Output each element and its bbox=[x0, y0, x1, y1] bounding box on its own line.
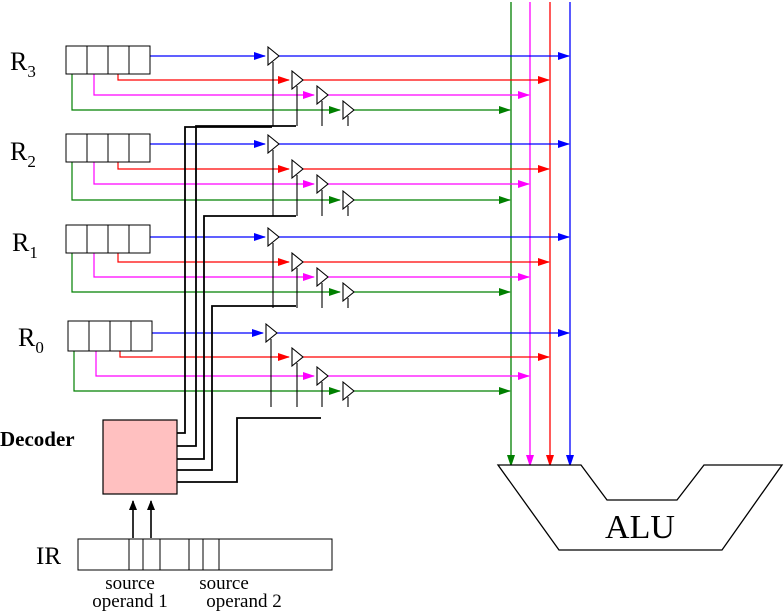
register-output-wire bbox=[117, 74, 290, 84]
alu-shape bbox=[496, 464, 784, 551]
registers bbox=[65, 45, 153, 352]
register-output-wire bbox=[71, 162, 341, 204]
register-output-wire bbox=[71, 253, 341, 296]
decoder-control-line bbox=[177, 126, 272, 434]
source-operand-2-line2: operand 2 bbox=[206, 591, 281, 612]
tristate-buffers bbox=[265, 45, 355, 402]
tristate-buffer bbox=[342, 380, 355, 402]
tristate-buffer bbox=[342, 281, 355, 303]
decoder-control-line bbox=[177, 305, 296, 471]
alu-label: ALU bbox=[605, 509, 675, 546]
decoder-label: Decoder bbox=[0, 427, 75, 451]
register-output-wire bbox=[93, 162, 315, 188]
ir-label: IR bbox=[36, 543, 61, 570]
register-label-r0: R0 bbox=[18, 323, 44, 357]
register-output-wire bbox=[71, 74, 341, 114]
source-operand-2-line1: source bbox=[199, 573, 249, 594]
register-label-r1: R1 bbox=[12, 228, 38, 262]
register-output-wire bbox=[93, 253, 315, 281]
tristate-buffer bbox=[316, 365, 329, 387]
tristate-buffer bbox=[316, 266, 329, 288]
decoder-box bbox=[102, 419, 178, 495]
register-output-wire bbox=[93, 74, 315, 99]
decoder-control-line bbox=[177, 417, 321, 483]
tristate-buffer bbox=[316, 173, 329, 195]
register-output-wire bbox=[119, 351, 290, 361]
tristate-buffer bbox=[267, 45, 280, 67]
tristate-buffer bbox=[267, 133, 280, 155]
source-operand-1-line2: operand 1 bbox=[92, 591, 167, 612]
tristate-buffer bbox=[291, 346, 304, 368]
bus-wires bbox=[71, 2, 574, 467]
decoder-control-lines bbox=[177, 62, 349, 483]
register-output-wire bbox=[117, 253, 290, 266]
register-label-r3: R3 bbox=[10, 47, 36, 81]
tristate-buffer bbox=[291, 251, 304, 273]
tristate-buffer bbox=[265, 322, 278, 344]
source-operand-1-line1: source bbox=[105, 573, 155, 594]
decoder-control-line bbox=[177, 125, 296, 447]
tristate-buffer bbox=[342, 99, 355, 121]
register-output-wire bbox=[73, 351, 341, 395]
ir-register bbox=[77, 538, 333, 571]
tristate-buffer bbox=[316, 84, 329, 106]
tristate-buffer bbox=[291, 158, 304, 180]
register-output-wire bbox=[95, 351, 315, 380]
tristate-buffer bbox=[342, 189, 355, 211]
register-output-wire bbox=[117, 162, 290, 173]
tristate-buffer bbox=[267, 226, 280, 248]
tristate-buffer bbox=[291, 69, 304, 91]
decoder-control-line bbox=[177, 215, 296, 460]
register-label-r2: R2 bbox=[10, 137, 36, 171]
